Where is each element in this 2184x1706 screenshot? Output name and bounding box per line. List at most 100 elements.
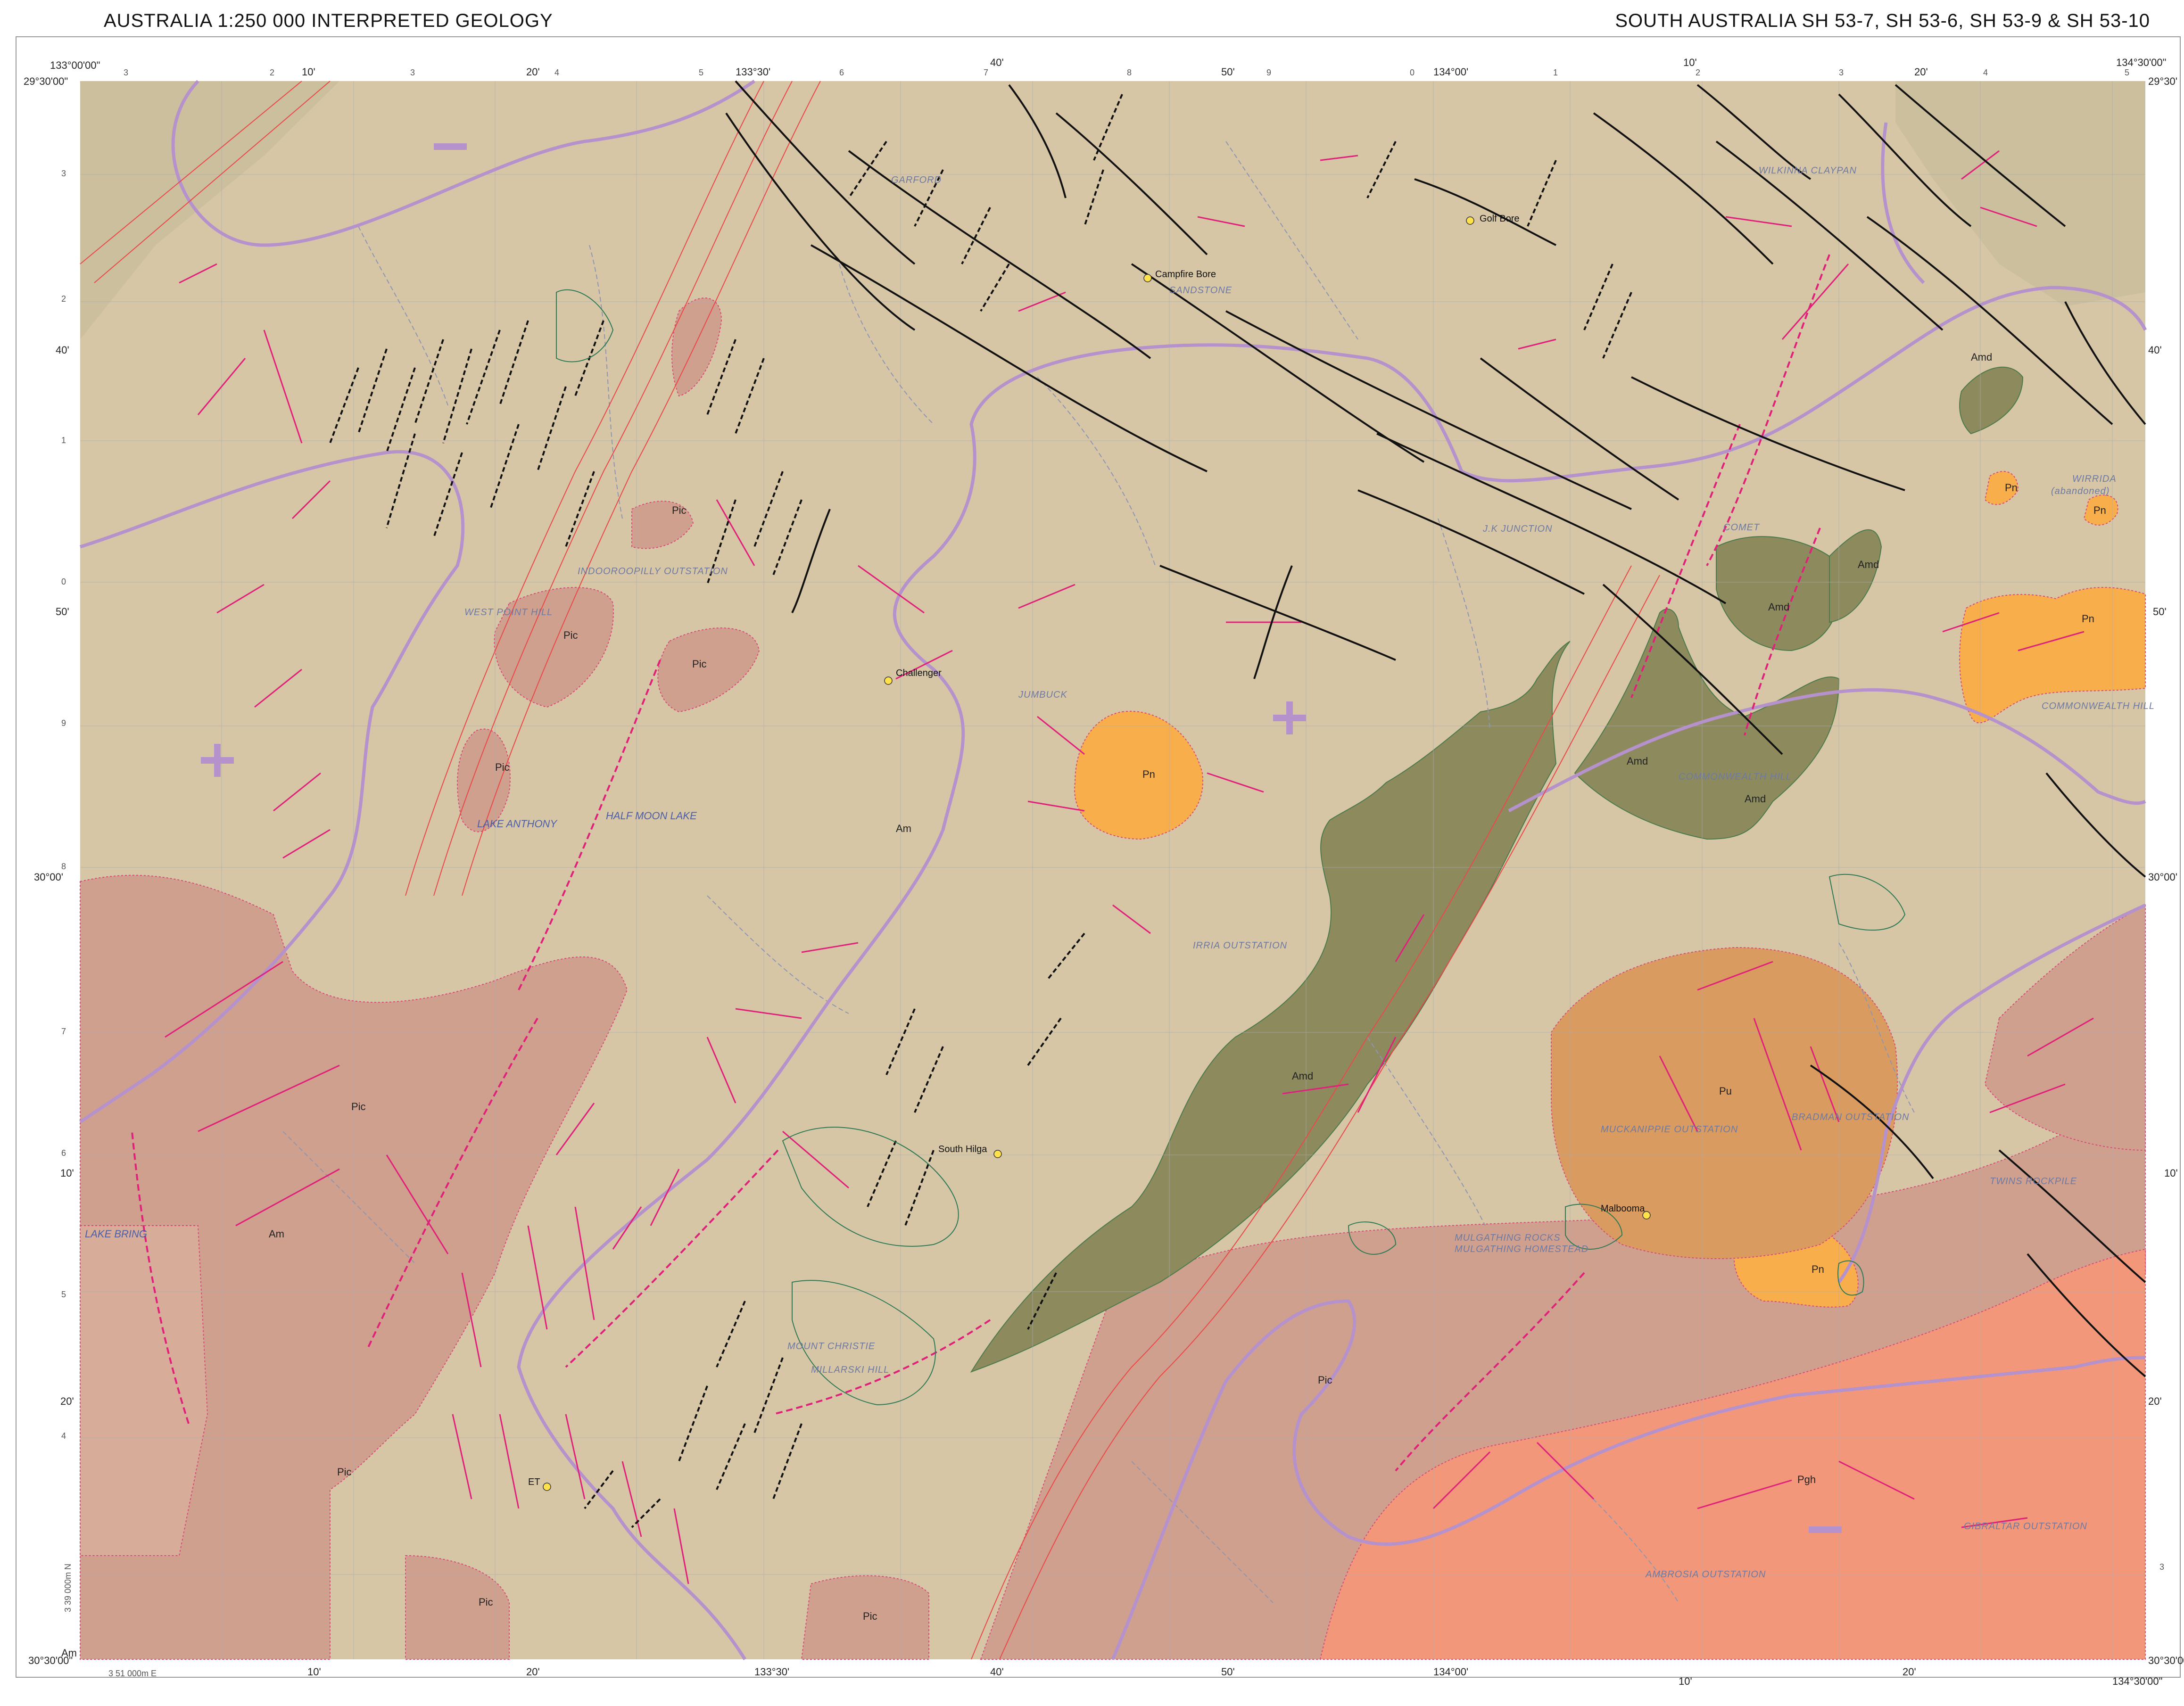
place-indooroopilly: INDOOROOPILLY OUTSTATION [578, 566, 728, 577]
place-jk-junction: J.K JUNCTION [1482, 524, 1553, 534]
grid-n-2: 2 [61, 294, 66, 304]
shear-zone-hatching [80, 81, 1660, 1660]
coord-top-133-30: 133°30' [736, 66, 770, 78]
grid-n-11: 3 [2159, 1562, 2164, 1572]
coord-top-10b: 10' [1683, 57, 1697, 68]
place-commonwealth-e: COMMONWEALTH HILL [2042, 701, 2155, 711]
coord-right-10: 10' [2164, 1167, 2178, 1179]
coord-bottom-right-lat: 30°30'00" [2148, 1655, 2184, 1666]
coord-bottom-134-00: 134°00' [1433, 1666, 1468, 1678]
grid-e-15: 5 [2125, 68, 2129, 77]
coord-left-50: 50' [56, 606, 69, 618]
unit-pn-wirrida-2 [2083, 494, 2118, 526]
label-pu: Pu [1719, 1085, 1732, 1097]
coord-top-right-lat: 29°30' [2148, 75, 2177, 87]
grid-e-9: 9 [1266, 68, 1271, 77]
label-pn-central: Pn [1142, 768, 1155, 780]
label-pic-southwest: Pic [351, 1101, 366, 1113]
coord-bottom-right-lon: 134°30'00" [2112, 1675, 2162, 1687]
lake-bring: LAKE BRING [85, 1228, 147, 1240]
lilac-boundary-central-east [1508, 688, 2146, 813]
unit-pu[interactable] [1551, 947, 1898, 1259]
unit-pn-group[interactable] [1074, 471, 2146, 1308]
unit-pic-south-center [801, 1575, 929, 1660]
grid-e-8: 8 [1127, 68, 1132, 77]
grid-n-5: 9 [61, 718, 66, 728]
barbed-faults [329, 94, 1632, 1528]
place-gibraltar: GIBRALTAR OUTSTATION [1964, 1521, 2087, 1532]
place-comet: COMET [1723, 522, 1760, 533]
place-west-point: WEST POINT HILL [464, 607, 553, 618]
grid-n-6: 8 [61, 862, 66, 871]
unit-pic-north2 [671, 297, 722, 397]
grid-side-ref: 3 39 000m N [63, 1564, 73, 1612]
unit-pic-north1 [631, 501, 694, 549]
magenta-dykes [165, 150, 2094, 1584]
label-amd-comet: Amd [1858, 559, 1879, 570]
coord-top-left: 133°00'00" [50, 59, 100, 71]
unit-pic-far-east [1984, 904, 2146, 1151]
place-wilkinna: WILKINNA CLAYPAN [1759, 165, 1857, 176]
coord-right-20: 20' [2148, 1395, 2162, 1407]
south-hilga-marker [993, 1150, 1002, 1158]
grid-e-12: 2 [1696, 68, 1700, 77]
grid-e-2: 2 [270, 68, 274, 77]
label-am-corner: Am [61, 1647, 77, 1659]
place-ambrosia: AMBROSIA OUTSTATION [1645, 1569, 1766, 1580]
coord-top-20b: 20' [1914, 66, 1928, 78]
place-mulgathing-rocks: MULGATHING ROCKS [1455, 1233, 1561, 1243]
drainage-lines [282, 141, 1915, 1603]
place-jumbuck: JUMBUCK [1018, 690, 1067, 700]
grid-e-4: 4 [554, 68, 559, 77]
malbooma-label: Malbooma [1601, 1203, 1645, 1214]
coordinate-labels: 133°00'00" 29°30'00" 10' 20' 133°30' 40'… [24, 57, 2184, 1687]
label-am-southwest: Am [269, 1228, 284, 1240]
grid-n-9: 5 [61, 1290, 66, 1299]
grid-e-11: 1 [1553, 68, 1558, 77]
unit-amd-comet-e [1829, 529, 1882, 623]
unit-pgh[interactable] [1319, 1248, 2146, 1660]
magenta-long-traces [131, 254, 1830, 1472]
label-pic-south2: Pic [479, 1596, 493, 1608]
unit-pic-anthony [457, 728, 511, 832]
label-amd-east2: Amd [1745, 793, 1766, 805]
unit-amd-group[interactable] [970, 366, 2024, 1373]
coord-top-134-00: 134°00' [1433, 66, 1468, 78]
unit-amd-east-belt [1574, 608, 1840, 840]
map-title-left: AUSTRALIA 1:250 000 INTERPRETED GEOLOGY [104, 10, 553, 31]
unit-pn-commonwealth [1959, 587, 2146, 724]
label-pic-halfmoon: Pic [692, 658, 707, 670]
grid-n-1: 3 [61, 169, 66, 178]
label-pgh: Pgh [1797, 1474, 1816, 1485]
label-pic-anthony: Pic [495, 761, 510, 773]
label-amd-main: Amd [1292, 1070, 1313, 1082]
grid-e-3: 3 [410, 68, 415, 77]
graticule [80, 81, 2145, 1659]
label-pic-south-center: Pic [863, 1610, 877, 1622]
label-amd-east: Amd [1627, 755, 1648, 767]
coord-left-30: 30°00' [34, 871, 63, 883]
grid-e-14: 4 [1983, 68, 1988, 77]
malbooma-marker [1642, 1211, 1651, 1220]
coord-right-50: 50' [2153, 606, 2167, 618]
place-commonwealth-c: COMMONWEALTH HILL [1679, 772, 1792, 782]
coord-top-right: 134°30'00" [2116, 57, 2166, 68]
unit-labels: Am Am Am Amd Amd Amd Amd Amd Amd Pic Pic… [61, 351, 2106, 1659]
coord-left-40: 40' [56, 344, 69, 356]
coord-left-10: 10' [60, 1167, 74, 1179]
place-wirrida: WIRRIDA [2072, 474, 2117, 484]
label-pic-south: Pic [337, 1466, 352, 1478]
label-pn-malbooma: Pn [1812, 1263, 1824, 1275]
coord-top-20: 20' [526, 66, 540, 78]
campfire-bore-label: Campfire Bore [1155, 269, 1216, 280]
coord-top-left-lat: 29°30'00" [24, 75, 68, 87]
black-faults [725, 80, 2146, 1377]
minus-symbol-north [434, 143, 467, 150]
label-pn-wirrida1: Pn [2005, 482, 2018, 494]
lilac-boundary-ne [1881, 122, 1925, 284]
challenger-marker [884, 676, 893, 685]
map-title-right: SOUTH AUSTRALIA SH 53-7, SH 53-6, SH 53-… [1615, 10, 2150, 31]
place-mount-christie: MOUNT CHRISTIE [787, 1341, 875, 1352]
coord-right-40: 40' [2148, 344, 2162, 356]
